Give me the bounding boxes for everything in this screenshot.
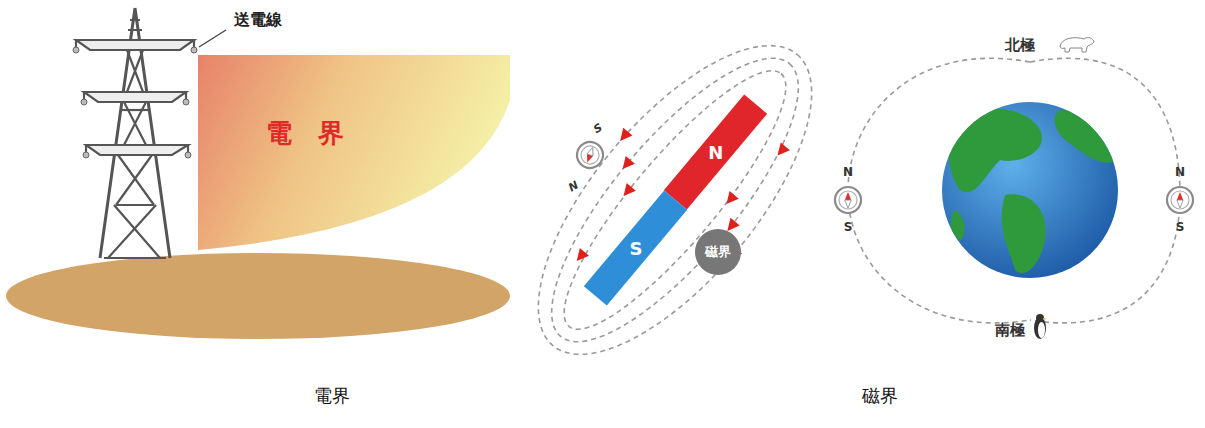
compass xyxy=(835,187,861,213)
node-text: 電 界 xyxy=(266,116,344,151)
field-region-label: 電 界 xyxy=(262,112,348,155)
compass-letter: N xyxy=(843,166,853,178)
field-circle-label: 磁界 xyxy=(695,229,741,275)
electric-field-region xyxy=(198,55,510,250)
earth-field-lines xyxy=(848,58,1180,323)
compass xyxy=(573,138,606,171)
magnetic-field-lines xyxy=(487,0,863,401)
figure-caption: 電界 xyxy=(314,387,350,405)
leader-line xyxy=(199,30,226,47)
ground xyxy=(6,253,510,339)
magnet-south-pole: S xyxy=(583,190,686,305)
transmission-tower xyxy=(76,8,194,258)
penguin-icon xyxy=(1034,314,1047,339)
magnet-north-pole: N xyxy=(663,94,766,209)
earth xyxy=(942,102,1118,278)
compass-letter: N xyxy=(1175,166,1185,178)
polar-bear-icon xyxy=(1060,38,1094,52)
compass-letter: S xyxy=(592,121,604,134)
node-text: 磁界 xyxy=(705,243,731,261)
compass-letter: N xyxy=(567,179,580,193)
compass-letter: S xyxy=(844,221,853,233)
pole-label: 北極 xyxy=(1005,38,1035,53)
node-text: N xyxy=(707,142,722,163)
node-text: S xyxy=(629,238,642,259)
compass xyxy=(1167,187,1193,213)
figure-caption: 磁界 xyxy=(862,387,898,405)
wire-label: 送電線 xyxy=(234,12,282,28)
compass-letter: S xyxy=(1176,221,1185,233)
pole-label: 南極 xyxy=(995,323,1025,338)
